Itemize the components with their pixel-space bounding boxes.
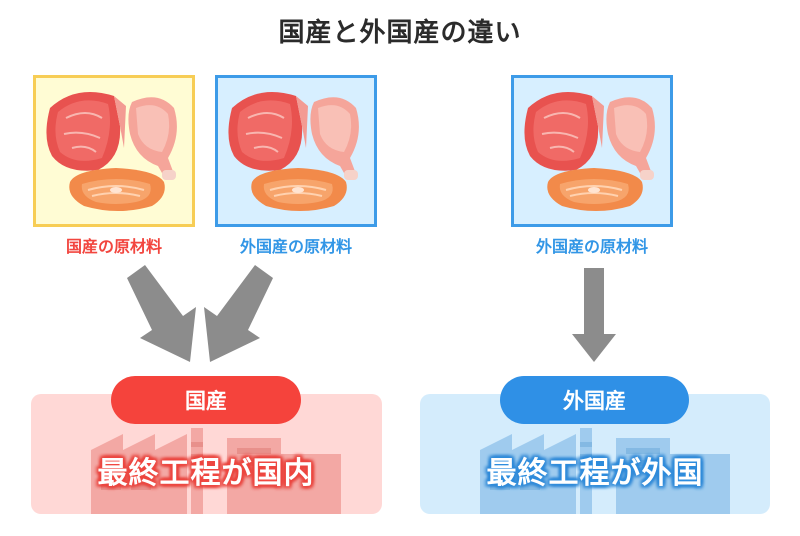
domestic-material-caption: 国産の原材料: [65, 237, 162, 256]
arrow-foreign-right-icon: [572, 268, 616, 362]
domestic-material-box: [33, 75, 195, 227]
arrow-domestic-icon: [127, 265, 196, 362]
salmon-steak-icon: [69, 168, 165, 211]
foreign-material-caption-2: 外国産の原材料: [535, 237, 648, 256]
foreign-material-box-2: [511, 75, 673, 227]
diagram-title: 国産と外国産の違い: [278, 18, 522, 48]
domestic-result-label: 最終工程が国内: [97, 456, 315, 491]
foreign-result-label: 最終工程が外国: [486, 456, 704, 491]
foreign-material-caption-1: 外国産の原材料: [239, 237, 352, 256]
factory-icon: [480, 428, 730, 514]
meat-illustration-icon: [46, 92, 177, 211]
foreign-badge: 外国産: [500, 376, 689, 424]
beef-block-icon: [46, 92, 126, 171]
foreign-factory-panel: [420, 394, 770, 514]
chicken-leg-icon: [128, 97, 177, 180]
meat-illustration-icon: [228, 92, 359, 211]
factory-icon: [91, 428, 341, 514]
foreign-material-box-1: [215, 75, 377, 227]
arrow-foreign-left-icon: [204, 265, 273, 362]
domestic-badge: 国産: [111, 376, 301, 424]
meat-illustration-icon: [524, 92, 655, 211]
